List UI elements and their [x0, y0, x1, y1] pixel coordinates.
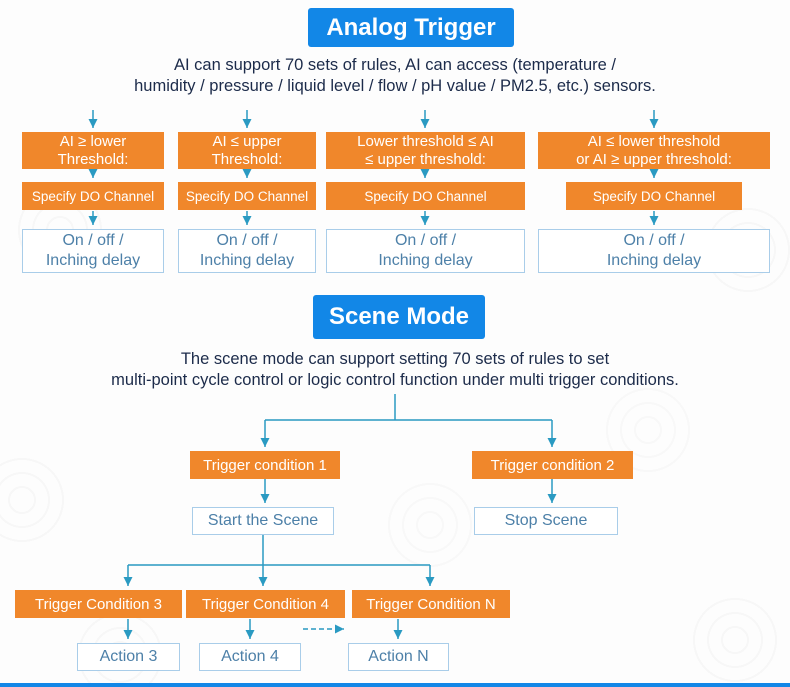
trigger-condition-n-box: Trigger Condition N	[352, 590, 510, 618]
scene-mode-description: The scene mode can support setting 70 se…	[0, 349, 790, 391]
analog-trigger-title: Analog Trigger	[308, 8, 514, 47]
scene-section-connectors	[123, 394, 557, 639]
trigger-condition-1-box: Trigger condition 1	[190, 451, 340, 479]
text-line: ≤ upper threshold:	[365, 150, 486, 168]
text-line: AI ≤ upper	[212, 133, 282, 150]
specify-do-channel-box-2: Specify DO Channel	[178, 182, 316, 210]
text-line: Inching delay	[199, 252, 295, 269]
text-line: On / off /	[216, 232, 278, 249]
condition-box-2: AI ≤ upper Threshold:	[178, 132, 316, 169]
specify-do-channel-box-3: Specify DO Channel	[326, 182, 525, 210]
condition-box-3: Lower threshold ≤ AI ≤ upper threshold:	[326, 132, 525, 169]
text-line: AI ≤ lower threshold	[587, 133, 721, 150]
text-line: On / off /	[62, 232, 124, 249]
analog-trigger-description: AI can support 70 sets of rules, AI can …	[0, 55, 790, 97]
text-line: or AI ≥ upper threshold:	[576, 150, 732, 168]
output-box-2: On / off / Inching delay	[178, 229, 316, 273]
trigger-condition-4-box: Trigger Condition 4	[186, 590, 345, 618]
text-line: Inching delay	[45, 252, 141, 269]
description-line: The scene mode can support setting 70 se…	[180, 350, 610, 368]
action-3-box: Action 3	[77, 643, 180, 671]
output-box-3: On / off / Inching delay	[326, 229, 525, 273]
text-line: Threshold:	[57, 150, 129, 168]
description-line: multi-point cycle control or logic contr…	[111, 371, 679, 389]
trigger-condition-3-box: Trigger Condition 3	[15, 590, 182, 618]
action-4-box: Action 4	[199, 643, 301, 671]
text-line: On / off /	[623, 232, 685, 249]
condition-box-4: AI ≤ lower threshold or AI ≥ upper thres…	[538, 132, 770, 169]
trigger-condition-2-box: Trigger condition 2	[472, 451, 633, 479]
start-the-scene-box: Start the Scene	[192, 507, 334, 535]
action-n-box: Action N	[348, 643, 449, 671]
description-line: humidity / pressure / liquid level / flo…	[134, 77, 656, 95]
output-box-4: On / off / Inching delay	[538, 229, 770, 273]
specify-do-channel-box-1: Specify DO Channel	[22, 182, 164, 210]
scene-mode-title: Scene Mode	[313, 295, 485, 339]
text-line: Inching delay	[606, 252, 702, 269]
specify-do-channel-box-4: Specify DO Channel	[566, 182, 742, 210]
bottom-accent-bar	[0, 683, 790, 687]
stop-scene-box: Stop Scene	[474, 507, 618, 535]
text-line: On / off /	[394, 232, 457, 249]
text-line: AI ≥ lower	[59, 133, 127, 150]
output-box-1: On / off / Inching delay	[22, 229, 164, 273]
text-line: Inching delay	[378, 252, 473, 269]
condition-box-1: AI ≥ lower Threshold:	[22, 132, 164, 169]
analog-section-connectors	[88, 110, 659, 225]
text-line: Threshold:	[211, 150, 283, 168]
description-line: AI can support 70 sets of rules, AI can …	[173, 56, 617, 74]
text-line: Lower threshold ≤ AI	[357, 133, 494, 150]
